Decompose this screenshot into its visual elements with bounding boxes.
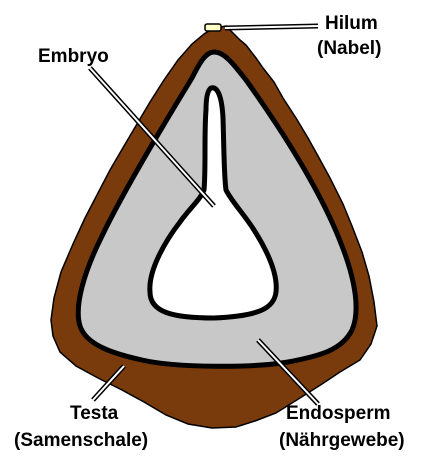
hilum-label: Hilum [325, 13, 378, 34]
embryo-label: Embryo [38, 46, 109, 67]
endosperm-label-de: (Nährgewebe) [279, 430, 405, 451]
testa-label-de: (Samenschale) [14, 430, 148, 451]
hilum-label-de: (Nabel) [317, 38, 381, 59]
testa-label: Testa [70, 403, 119, 424]
hilum-mark [205, 24, 221, 31]
endosperm-label: Endosperm [286, 403, 391, 424]
